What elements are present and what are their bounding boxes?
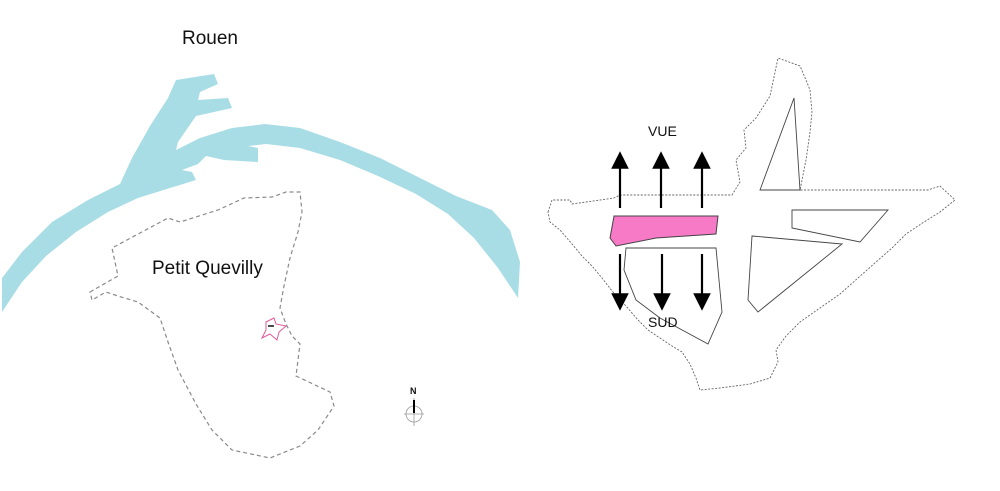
building-footprint (609, 215, 719, 247)
parcel-southeast (747, 235, 844, 313)
left-location-map (2, 74, 520, 459)
north-label: N (410, 386, 417, 396)
label-petit-quevilly: Petit Quevilly (152, 258, 263, 279)
parcel-north (759, 97, 801, 191)
label-sud: SUD (648, 314, 678, 330)
site-plan (547, 57, 956, 391)
site-outline (547, 57, 956, 391)
label-vue: VUE (648, 123, 677, 139)
parcel-east (791, 209, 889, 243)
parcel-south (623, 247, 723, 345)
north-arrow-icon (404, 398, 424, 426)
petit-quevilly-boundary (89, 191, 335, 459)
label-rouen: Rouen (182, 28, 238, 49)
site-location-marker (260, 317, 288, 341)
seine-river (2, 74, 520, 312)
view-arrow-icon (611, 151, 711, 311)
